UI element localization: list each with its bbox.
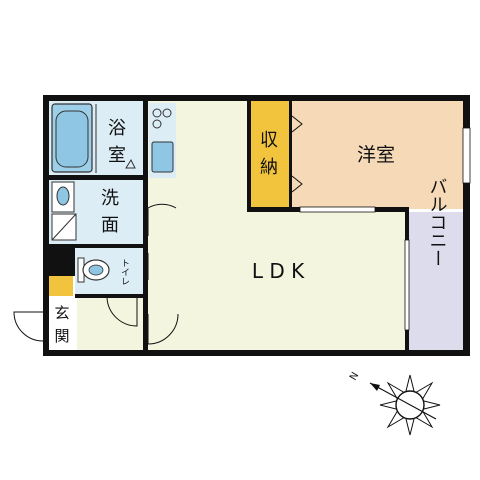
ldk-door [147,313,179,345]
shoe-cabinet [49,276,73,296]
shower-mark [125,158,136,169]
room-labels: 浴 室 洗 面 トイレ 玄 関 L D K 洋室 収 納 バルコニー [54,118,447,345]
stove-burner-2 [162,108,172,118]
storage-floor [250,101,290,209]
bathtub-inner [55,110,89,168]
wall-storage-left [247,101,251,211]
balcony-label: バルコニー [427,177,448,267]
window-balcony-door [404,239,410,331]
stove-burner-1 [152,108,162,118]
entrance-label-1: 玄 [54,304,69,322]
storage-label-2: 納 [260,157,278,178]
window-room-right [462,127,471,184]
floor-fills [49,101,463,354]
compass-north-label: N [348,371,361,383]
compass-rose: N [348,371,441,436]
stove-burner-3 [152,119,162,129]
wall-bottom [43,350,470,356]
windows [299,127,471,331]
storage-label-1: 収 [260,130,278,151]
toilet-label: トイレ [119,259,130,286]
toilet-door [106,297,138,327]
entrance-floor [49,298,75,350]
toilet-seat [88,264,104,276]
washroom-label-1: 洗 [101,188,119,209]
washroom-door [147,203,177,236]
western-room-floor [290,101,463,209]
entrance-label-2: 関 [54,327,69,345]
kitchen-sink [151,141,174,173]
wall-toilet-left [49,248,75,276]
wall-bath-bottom [49,175,143,180]
wall-toilet-bottom [75,294,143,298]
compass-needle [369,382,437,420]
washing-machine-diagonal [51,213,77,241]
storage-doors [291,115,303,193]
wall-left [43,95,49,355]
compass-needle-tip [370,383,380,391]
balcony-floor [408,212,463,352]
entrance-door [13,311,44,342]
wall-top [43,95,470,101]
washbasin-bowl [56,186,70,206]
fixtures [51,103,174,283]
storage-door-mark-1 [291,115,303,133]
wall-storage-right [289,101,292,211]
wall-core-right [143,101,148,350]
washroom-label-2: 面 [101,215,119,236]
wall-wash-bottom [49,244,143,248]
ldk-label: L D K [252,259,305,283]
wall-right [463,95,470,356]
western-room-label: 洋室 [357,144,395,166]
bath-label-2: 室 [108,145,126,166]
storage-door-mark-2 [291,175,303,193]
doors [13,203,179,345]
window-room-bottom [299,206,376,213]
hall-floor [77,298,145,350]
bath-label-1: 浴 [108,118,126,139]
